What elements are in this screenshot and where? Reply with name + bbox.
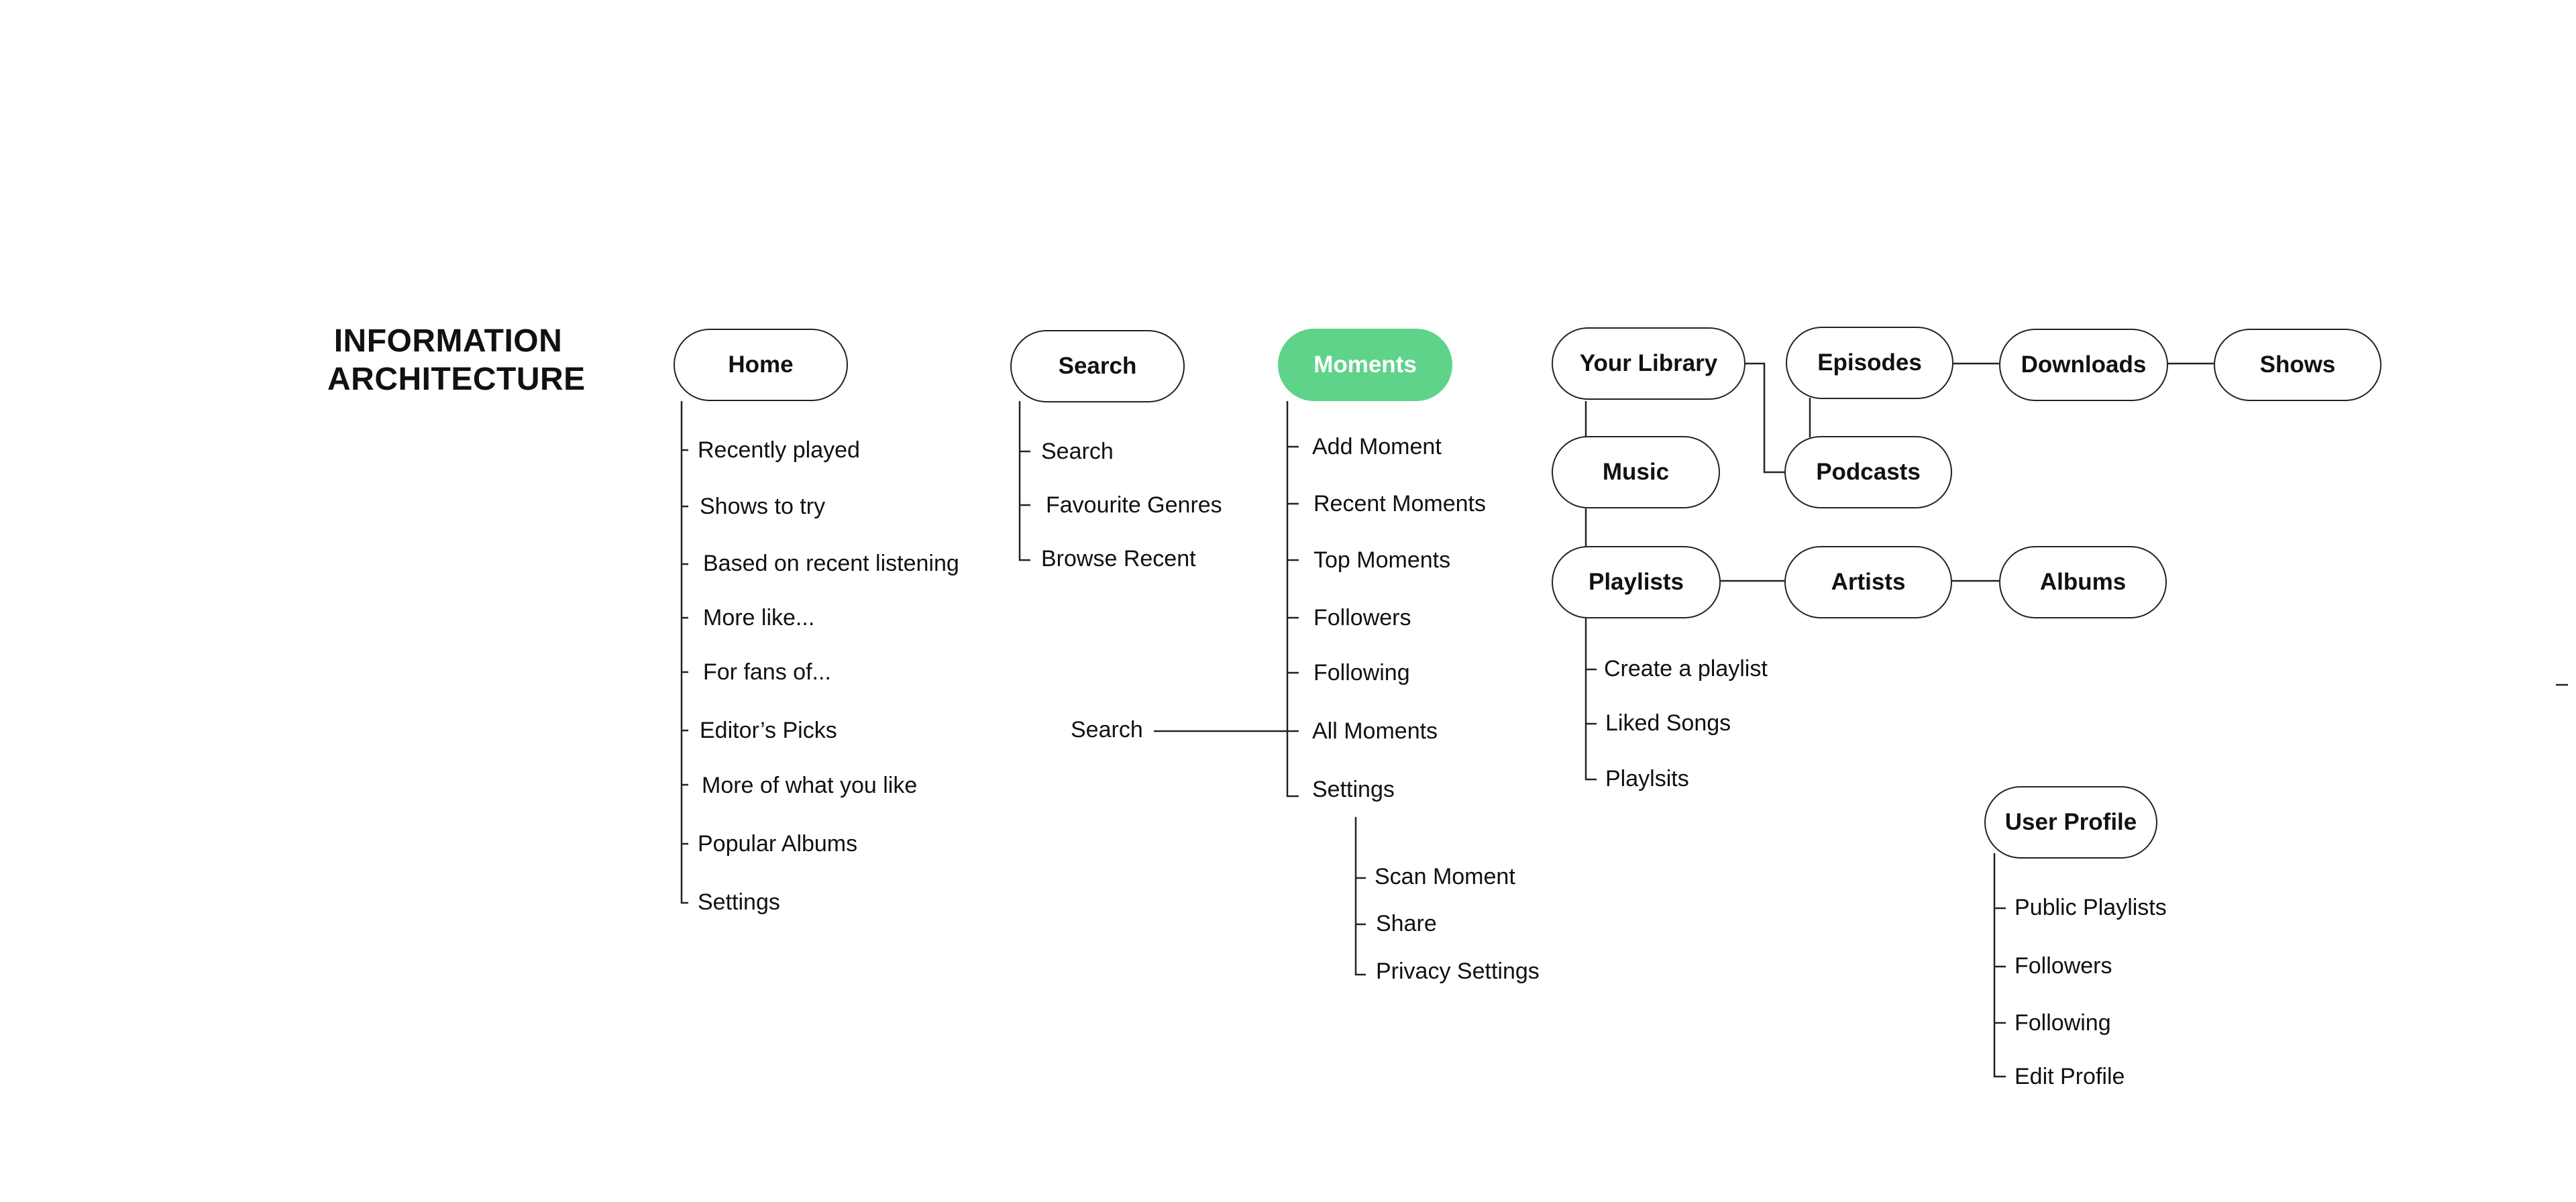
moments-tree-spine — [1286, 401, 1299, 798]
home-item[interactable]: Popular Albums — [698, 831, 858, 857]
node-downloads[interactable]: Downloads — [1999, 329, 2168, 401]
moments-settings-item[interactable]: Privacy Settings — [1376, 959, 1540, 984]
node-user-profile[interactable]: User Profile — [1984, 786, 2157, 859]
home-item[interactable]: For fans of... — [703, 659, 831, 685]
user-profile-item[interactable]: Following — [2015, 1010, 2111, 1036]
node-episodes[interactable]: Episodes — [1786, 327, 1953, 399]
moments-settings-item[interactable]: Scan Moment — [1375, 864, 1515, 889]
moments-search-label[interactable]: Search — [1071, 717, 1143, 743]
home-item[interactable]: Recently played — [698, 437, 860, 463]
node-shows[interactable]: Shows — [2214, 329, 2381, 401]
node-playlists[interactable]: Playlists — [1552, 546, 1721, 618]
page-title: INFORMATION ARCHITECTURE — [327, 322, 586, 398]
node-moments[interactable]: Moments — [1278, 329, 1452, 401]
moments-settings-spine — [1354, 817, 1366, 976]
home-item[interactable]: Settings — [698, 889, 780, 915]
playlists-tree-ticks — [1586, 668, 1597, 725]
moments-item[interactable]: Following — [1313, 660, 1410, 686]
playlists-tree-spine — [1585, 618, 1597, 781]
library-podcasts-link — [1746, 362, 1784, 474]
playlists-item[interactable]: Playlsits — [1605, 766, 1689, 791]
node-podcasts[interactable]: Podcasts — [1784, 436, 1952, 508]
home-item[interactable]: Based on recent listening — [703, 551, 959, 576]
node-albums[interactable]: Albums — [1999, 546, 2167, 618]
home-tree-spine — [680, 401, 688, 904]
search-item[interactable]: Browse Recent — [1041, 546, 1196, 571]
home-item[interactable]: Editor’s Picks — [700, 718, 837, 743]
user-profile-item[interactable]: Public Playlists — [2015, 895, 2167, 920]
moments-item[interactable]: Followers — [1313, 605, 1411, 631]
moments-settings-ticks — [1356, 877, 1366, 926]
home-tree-ticks — [682, 449, 688, 845]
title-line-1: INFORMATION — [333, 323, 563, 359]
moments-item[interactable]: Recent Moments — [1313, 491, 1486, 516]
search-tree-ticks — [1020, 450, 1030, 506]
moments-item[interactable]: Top Moments — [1313, 547, 1451, 573]
search-tree-spine — [1018, 401, 1030, 561]
node-home[interactable]: Home — [674, 329, 848, 401]
node-search[interactable]: Search — [1010, 330, 1185, 402]
home-item[interactable]: More of what you like — [702, 773, 918, 798]
moments-tree-ticks — [1287, 445, 1299, 674]
title-line-2: ARCHITECTURE — [327, 362, 586, 397]
moments-item[interactable]: Settings — [1312, 777, 1395, 802]
user-profile-item[interactable]: Edit Profile — [2015, 1064, 2125, 1089]
playlists-item[interactable]: Create a playlist — [1604, 656, 1768, 681]
home-item[interactable]: More like... — [703, 605, 815, 631]
search-item[interactable]: Search — [1041, 439, 1114, 464]
moments-settings-item[interactable]: Share — [1376, 911, 1437, 936]
user-profile-tree-ticks — [1994, 907, 2006, 1024]
search-item[interactable]: Favourite Genres — [1046, 492, 1222, 518]
home-item[interactable]: Shows to try — [700, 494, 826, 519]
node-music[interactable]: Music — [1552, 436, 1720, 508]
moments-item[interactable]: All Moments — [1312, 718, 1438, 744]
moments-item[interactable]: Add Moment — [1312, 434, 1442, 459]
user-profile-tree-spine — [1993, 853, 2006, 1078]
node-your-library[interactable]: Your Library — [1552, 327, 1746, 400]
user-profile-item[interactable]: Followers — [2015, 953, 2112, 979]
playlists-item[interactable]: Liked Songs — [1605, 710, 1731, 736]
node-artists[interactable]: Artists — [1784, 546, 1952, 618]
